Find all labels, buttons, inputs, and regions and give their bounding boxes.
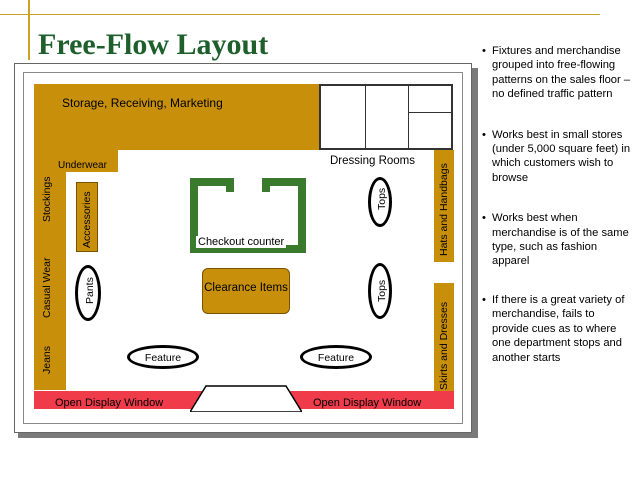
bullet-dot-icon: • bbox=[482, 293, 486, 306]
skirts-dresses-label: Skirts and Dresses bbox=[438, 301, 450, 390]
bullet-list: •Fixtures and merchandise grouped into f… bbox=[482, 44, 632, 391]
jeans-label: Jeans bbox=[41, 345, 53, 374]
underwear-area bbox=[34, 150, 118, 172]
display-window-left bbox=[34, 391, 214, 409]
checkout-counter-right bbox=[298, 178, 306, 252]
underwear-label: Underwear bbox=[58, 160, 107, 171]
tops-fixture-upper bbox=[368, 177, 392, 227]
dressing-room-cell bbox=[408, 112, 452, 149]
checkout-counter-left bbox=[190, 178, 198, 252]
dressing-room-grid bbox=[319, 84, 453, 150]
bullet-dot-icon: • bbox=[482, 128, 486, 141]
entrance-door-icon bbox=[190, 385, 302, 412]
checkout-counter-top-right bbox=[262, 178, 306, 186]
bullet-dot-icon: • bbox=[482, 45, 486, 57]
accent-rule-vertical bbox=[28, 0, 30, 60]
pants-label: Pants bbox=[84, 277, 96, 304]
slide-title: Free-Flow Layout bbox=[38, 28, 269, 61]
hats-handbags-label: Hats and Handbags bbox=[438, 163, 450, 256]
clearance-fixture bbox=[202, 268, 290, 314]
bullet-item: •If there is a great variety of merchand… bbox=[482, 293, 625, 364]
diagram-frame-inner bbox=[23, 72, 463, 424]
checkout-counter-stub-right bbox=[262, 178, 270, 192]
checkout-counter-label: Checkout counter bbox=[196, 236, 287, 248]
feature-fixture-left bbox=[127, 345, 199, 369]
checkout-counter-top-left bbox=[190, 178, 234, 186]
feature-label-right: Feature bbox=[317, 352, 355, 364]
tops-fixture-lower bbox=[368, 263, 392, 319]
tops-label-upper: Tops bbox=[376, 187, 388, 210]
dressing-rooms-label: Dressing Rooms bbox=[330, 155, 415, 167]
display-window-label-right: Open Display Window bbox=[313, 397, 422, 409]
hats-handbags-area bbox=[434, 150, 454, 262]
feature-fixture-right bbox=[300, 345, 372, 369]
storage-area bbox=[34, 84, 319, 150]
skirts-dresses-area bbox=[434, 283, 454, 391]
stockings-label: Stockings bbox=[41, 176, 53, 222]
display-window-right bbox=[286, 391, 454, 409]
pants-fixture bbox=[75, 265, 101, 321]
dressing-room-cell bbox=[408, 85, 452, 113]
bullet-item: •Works best when merchandise is of the s… bbox=[482, 212, 629, 268]
bullet-dot-icon: • bbox=[482, 212, 486, 225]
checkout-counter-stub-left bbox=[226, 178, 234, 192]
bullet-item: •Works best in small stores (under 5,000… bbox=[482, 128, 631, 184]
accessories-fixture bbox=[76, 182, 98, 252]
accent-rule-top bbox=[0, 14, 600, 15]
checkout-counter-bottom bbox=[190, 245, 306, 253]
accessories-label: Accessories bbox=[81, 191, 93, 248]
dressing-room-cell bbox=[320, 85, 366, 149]
clearance-label: Clearance Items bbox=[204, 282, 288, 294]
storage-label: Storage, Receiving, Marketing bbox=[62, 96, 223, 110]
bullet-item: •Fixtures and merchandise grouped into f… bbox=[482, 45, 631, 101]
tops-label-lower: Tops bbox=[376, 279, 388, 302]
dressing-room-cell bbox=[365, 85, 409, 149]
left-wall-departments bbox=[34, 150, 66, 390]
display-window-label-left: Open Display Window bbox=[55, 397, 164, 409]
feature-label-left: Feature bbox=[144, 352, 182, 364]
casual-wear-label: Casual Wear bbox=[41, 257, 53, 319]
